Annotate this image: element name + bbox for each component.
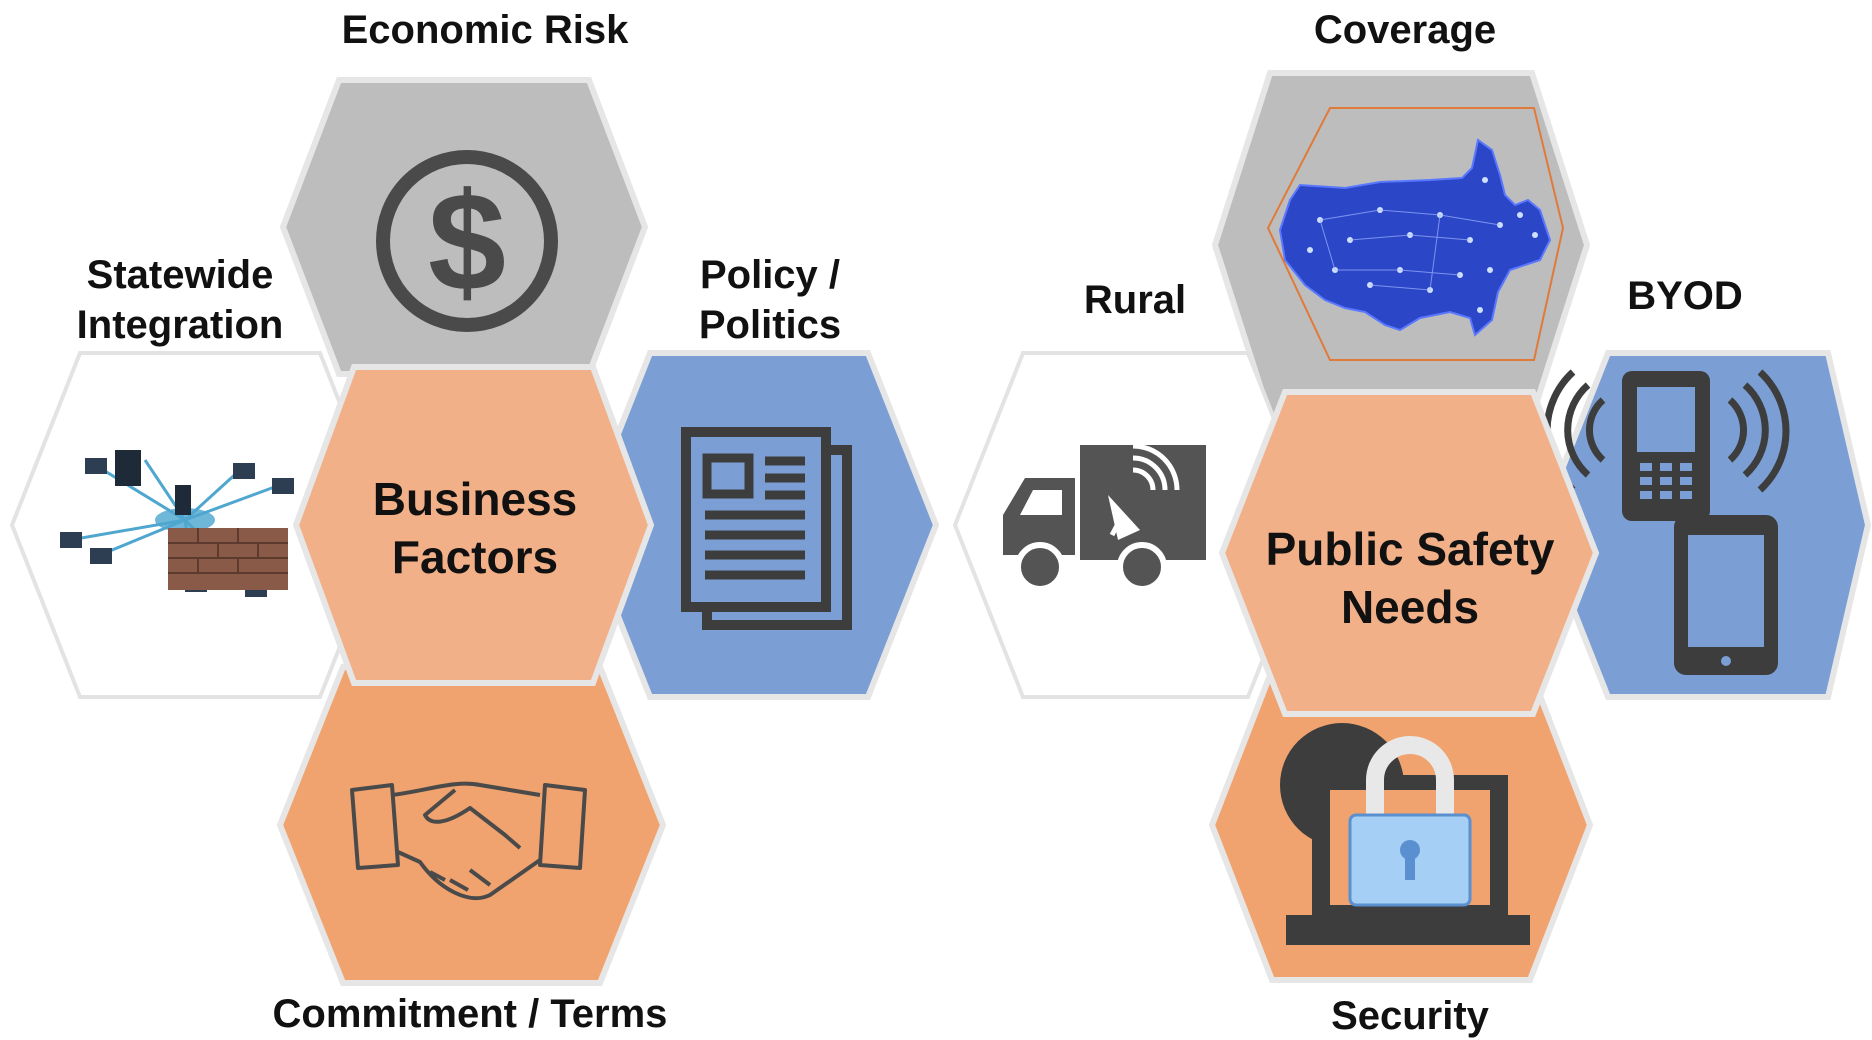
byod-label: BYOD xyxy=(1627,274,1743,318)
business-label-line2: Factors xyxy=(391,531,559,583)
network-icon xyxy=(60,450,294,597)
coverage-label: Coverage xyxy=(1313,8,1497,52)
economic-risk-hexagon xyxy=(279,77,649,377)
public-safety-needs-label: Public Safety Needs xyxy=(1240,520,1580,636)
mobile-devices-icon xyxy=(1543,369,1790,675)
dollar-icon: $ xyxy=(376,150,558,332)
svg-text:$: $ xyxy=(428,163,506,320)
public-safety-needs-hexagon xyxy=(1218,389,1600,717)
policy-politics-label: Policy / Politics xyxy=(640,250,900,350)
handshake-icon xyxy=(350,781,587,901)
commitment-terms-label: Commitment / Terms xyxy=(272,992,668,1036)
coverage-map-frame xyxy=(1266,107,1565,361)
us-map-icon xyxy=(1278,138,1552,337)
statewide-label-line2: Integration xyxy=(76,303,284,347)
business-factors-hexagon xyxy=(292,364,655,686)
business-label-line1: Business xyxy=(372,473,578,525)
economic-risk-label: Economic Risk xyxy=(341,8,629,52)
public-safety-label-line2: Needs xyxy=(1340,581,1480,633)
lock-laptop-icon xyxy=(1280,723,1530,945)
security-label: Security xyxy=(1331,994,1489,1038)
statewide-label-line1: Statewide xyxy=(86,253,274,297)
public-safety-label-line1: Public Safety xyxy=(1265,523,1555,575)
statewide-integration-label: Statewide Integration xyxy=(40,250,320,350)
policy-label-line1: Policy / xyxy=(699,253,841,297)
document-icon xyxy=(681,427,852,630)
commitment-terms-hexagon xyxy=(276,664,667,986)
rural-label: Rural xyxy=(1083,278,1187,322)
policy-label-line2: Politics xyxy=(698,303,842,347)
satellite-truck-icon xyxy=(1003,443,1206,592)
business-factors-label: Business Factors xyxy=(320,470,630,586)
